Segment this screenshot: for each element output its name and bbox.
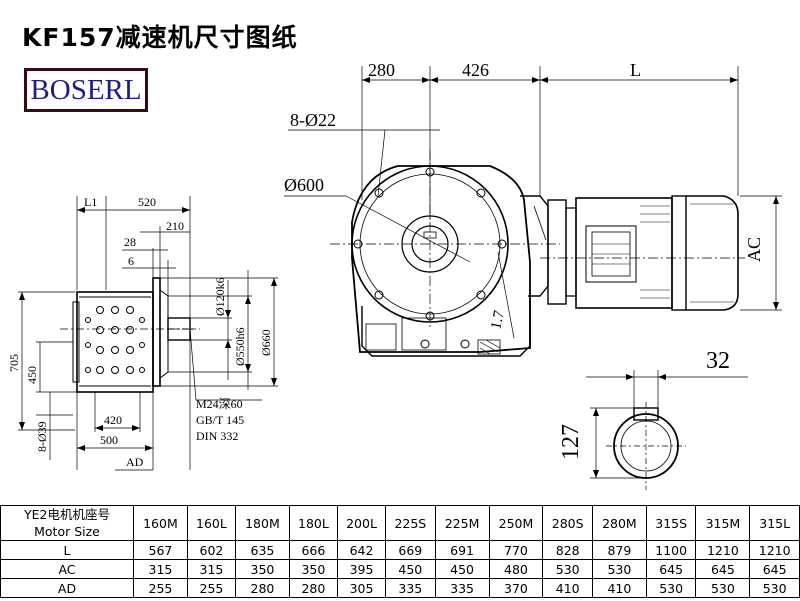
table-cell: 530 <box>645 578 697 598</box>
dim-tilt: 1.7 <box>488 309 508 331</box>
dim-AC: AC <box>744 237 764 262</box>
table-cell: 280 <box>288 578 338 598</box>
table-cell: 642 <box>336 540 387 560</box>
thread-standard-gb: GB/T 145 <box>196 413 244 427</box>
motor-size-table: YE2电机机座号 Motor Size 160M 160L 180M 180L … <box>0 505 800 598</box>
dim-shaft-dia: Ø120k6 <box>213 277 227 316</box>
table-cell: 410 <box>542 578 593 598</box>
dim-key-32: 32 <box>706 348 730 374</box>
table-header-cell: 180L <box>288 505 338 541</box>
table-cell: 280 <box>234 578 290 598</box>
table-cell: 645 <box>645 559 697 579</box>
table-cell: 315 <box>133 559 188 579</box>
table-cell: 567 <box>133 540 188 560</box>
table-cell: 1100 <box>645 540 697 560</box>
table-cell: 1210 <box>749 540 800 560</box>
table-cell: 645 <box>695 559 751 579</box>
table-cell: 691 <box>434 540 490 560</box>
table-row: AC 315 315 350 350 395 450 450 480 530 5… <box>0 559 800 579</box>
row-label: AC <box>0 559 134 579</box>
table-cell: 879 <box>591 540 647 560</box>
table-cell: 530 <box>695 578 751 598</box>
table-cell: 1210 <box>695 540 751 560</box>
dim-420: 420 <box>104 413 122 427</box>
page-title: KF157减速机尺寸图纸 <box>22 23 298 52</box>
table-cell: 480 <box>488 559 544 579</box>
table-cell: 770 <box>488 540 544 560</box>
table-header-row: YE2电机机座号 Motor Size 160M 160L 180M 180L … <box>0 505 800 541</box>
dim-AD: AD <box>126 455 144 469</box>
dim-L: L <box>630 60 641 80</box>
table-cell: 450 <box>434 559 490 579</box>
dim-280: 280 <box>368 60 395 80</box>
table-cell: 335 <box>434 578 490 598</box>
table-header-cell: 225S <box>385 505 436 541</box>
table-cell: 602 <box>186 540 236 560</box>
table-cell: 410 <box>591 578 647 598</box>
table-header-cell: 280M <box>591 505 647 541</box>
dim-210: 210 <box>166 219 184 233</box>
row-label: AD <box>0 578 134 598</box>
table-cell: 450 <box>385 559 436 579</box>
table-header-label: YE2电机机座号 Motor Size <box>0 505 134 541</box>
dim-520: 520 <box>138 195 156 209</box>
table-header-cell: 315S <box>645 505 697 541</box>
table-cell: 370 <box>488 578 544 598</box>
dim-key-127: 127 <box>558 424 584 460</box>
table-header-cell: 180M <box>234 505 290 541</box>
table-header-cell: 225M <box>434 505 490 541</box>
table-cell: 530 <box>542 559 593 579</box>
table-cell: 315 <box>186 559 236 579</box>
table-header-cell: 160L <box>186 505 236 541</box>
table-cell: 305 <box>336 578 387 598</box>
table-cell: 335 <box>385 578 436 598</box>
drawing-canvas: 280 426 L 8-Ø22 Ø600 AC 32 127 1.7 L1 52… <box>7 60 782 490</box>
dim-450: 450 <box>25 366 39 384</box>
table-cell: 530 <box>591 559 647 579</box>
dim-28: 28 <box>124 235 136 249</box>
table-cell: 530 <box>749 578 800 598</box>
table-header-cell: 315L <box>749 505 800 541</box>
row-label: L <box>0 540 134 560</box>
table-header-cell: 280S <box>542 505 593 541</box>
dim-pcd-dia: Ø660 <box>259 329 273 356</box>
table-cell: 255 <box>186 578 236 598</box>
dim-L1: L1 <box>84 195 97 209</box>
table-cell: 635 <box>234 540 290 560</box>
dim-holes-39: 8-Ø39 <box>35 421 49 452</box>
brand-logo: BOSERL <box>24 68 148 112</box>
dim-500: 500 <box>100 433 118 447</box>
table-cell: 669 <box>385 540 436 560</box>
table-header-cell: 160M <box>133 505 188 541</box>
table-header-cell: 200L <box>336 505 387 541</box>
front-view <box>284 66 782 357</box>
table-header-cell: 315M <box>695 505 751 541</box>
table-cell: 645 <box>749 559 800 579</box>
thread-standard-din: DIN 332 <box>196 429 238 443</box>
dim-426: 426 <box>462 60 489 80</box>
shaft-key-detail <box>586 370 748 490</box>
table-cell: 666 <box>288 540 338 560</box>
side-view <box>18 196 278 471</box>
dim-flange-dia: Ø600 <box>284 175 324 195</box>
dim-6: 6 <box>128 254 134 268</box>
table-cell: 350 <box>288 559 338 579</box>
dim-bolt-holes: 8-Ø22 <box>290 110 336 130</box>
table-header-cell: 250M <box>488 505 544 541</box>
table-cell: 255 <box>133 578 188 598</box>
thread-spec: M24深60 <box>196 397 243 411</box>
table-cell: 350 <box>234 559 290 579</box>
dim-705: 705 <box>7 354 21 372</box>
table-cell: 395 <box>336 559 387 579</box>
table-row: AD 255 255 280 280 305 335 335 370 410 4… <box>0 578 800 598</box>
table-cell: 828 <box>542 540 593 560</box>
table-row: L 567 602 635 666 642 669 691 770 828 87… <box>0 540 800 560</box>
dim-spigot-dia: Ø550h6 <box>233 327 247 366</box>
